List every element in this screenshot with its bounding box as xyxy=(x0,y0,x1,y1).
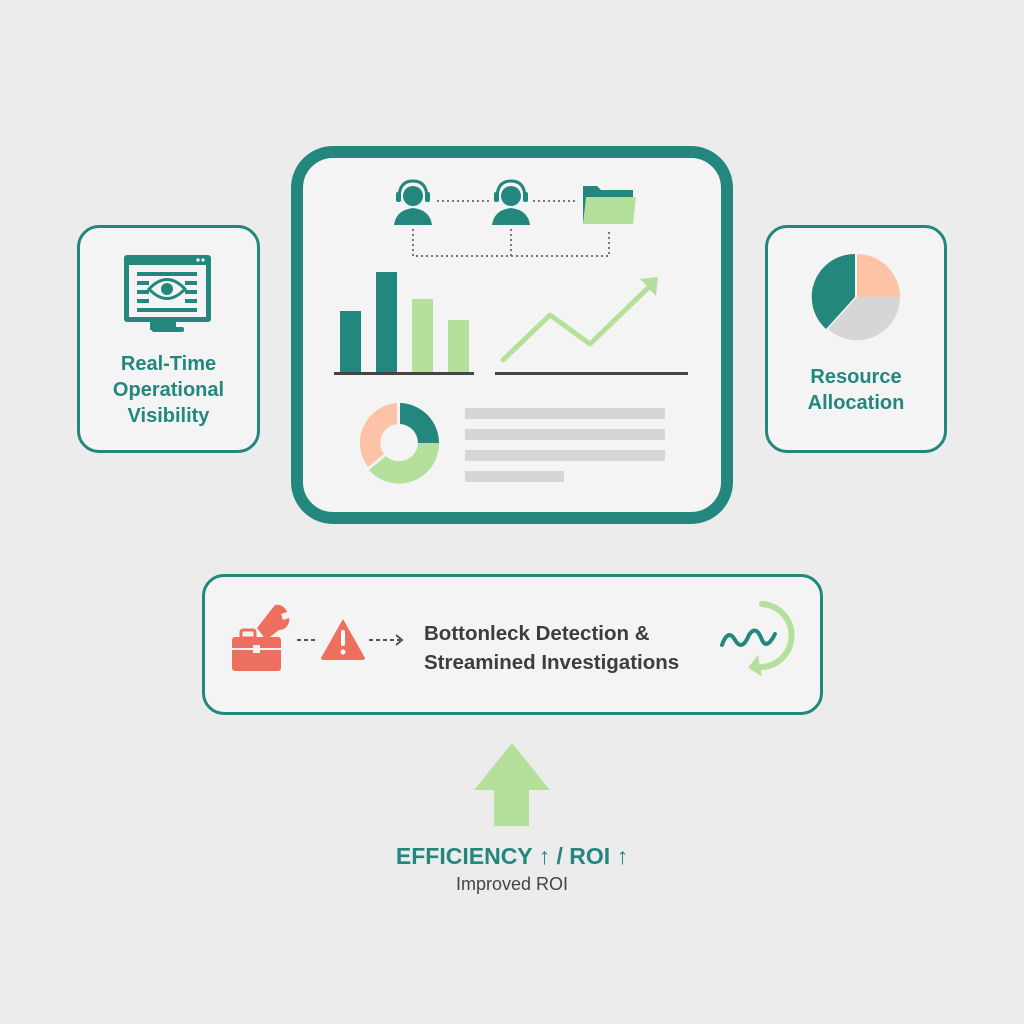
visibility-card xyxy=(77,225,260,453)
efficiency-headline: EFFICIENCY ↑ / ROI ↑ xyxy=(395,843,629,869)
bar xyxy=(412,299,433,373)
headset-agent-icon xyxy=(394,179,432,225)
monitor-eye-icon xyxy=(124,255,211,332)
resource-label: Resource Allocation xyxy=(765,364,947,416)
visibility-label: Real-Time Operational Visibility xyxy=(77,351,260,429)
text-placeholder-lines xyxy=(465,408,665,482)
bottleneck-line-2: Streamined Investigations xyxy=(424,651,680,674)
bottleneck-line-1: Bottonleck Detection & xyxy=(424,622,650,645)
headset-agent-icon xyxy=(492,179,530,225)
warning-icon xyxy=(321,619,365,660)
label-line: Visibility xyxy=(127,405,210,427)
toolbox-icon xyxy=(232,604,290,671)
bar xyxy=(448,320,469,373)
label-line: Allocation xyxy=(807,392,905,414)
bottleneck-text: Bottonleck Detection & Streamined Invest… xyxy=(424,619,679,677)
donut-chart-icon xyxy=(359,403,440,484)
arrow-dashes xyxy=(297,634,404,646)
wave-cycle-icon xyxy=(720,601,795,677)
connector-lines xyxy=(412,200,610,257)
label-line: Real-Time xyxy=(120,353,217,375)
up-arrow-icon xyxy=(474,743,550,826)
bottleneck-bar xyxy=(202,574,823,715)
bar-chart-icon xyxy=(334,272,474,375)
bar xyxy=(376,272,397,373)
label-line: Resource xyxy=(810,366,902,388)
label-line: Operational xyxy=(112,379,225,401)
pie-chart-icon xyxy=(811,253,901,341)
improved-roi-subtitle: Improved ROI xyxy=(455,874,569,894)
bar xyxy=(340,311,361,373)
folder-icon xyxy=(583,186,636,224)
trend-up-icon xyxy=(495,277,688,375)
